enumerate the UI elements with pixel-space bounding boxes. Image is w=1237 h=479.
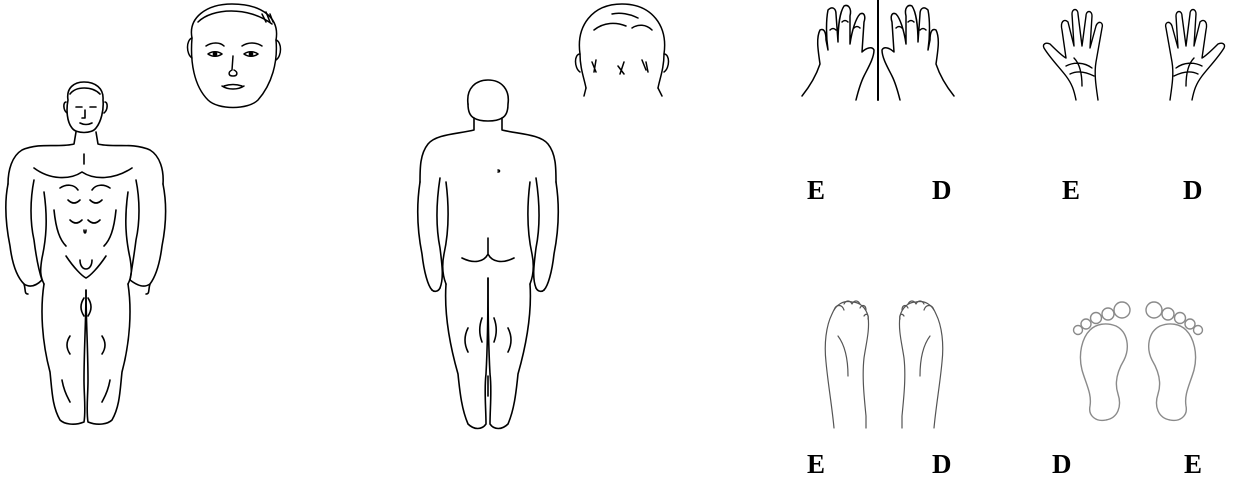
feet-dorsal-right-label: D <box>932 451 952 478</box>
hands-palmar-figure <box>1040 0 1232 102</box>
feet-plantar-left-label: D <box>1052 451 1072 478</box>
back-body-figure <box>410 78 570 434</box>
face-front-figure <box>178 0 288 112</box>
feet-dorsal-figure <box>818 296 950 430</box>
head-back-figure <box>572 0 672 100</box>
feet-plantar-right-label: E <box>1184 451 1202 478</box>
feet-plantar-figure <box>1068 294 1208 424</box>
hands-palmar-right-label: D <box>1183 177 1203 204</box>
hands-dorsal-figure <box>800 0 956 102</box>
hands-palmar-left-label: E <box>1062 177 1080 204</box>
feet-dorsal-left-label: E <box>807 451 825 478</box>
hands-dorsal-right-label: D <box>932 177 952 204</box>
hands-dorsal-left-label: E <box>807 177 825 204</box>
front-body-figure <box>0 80 175 430</box>
